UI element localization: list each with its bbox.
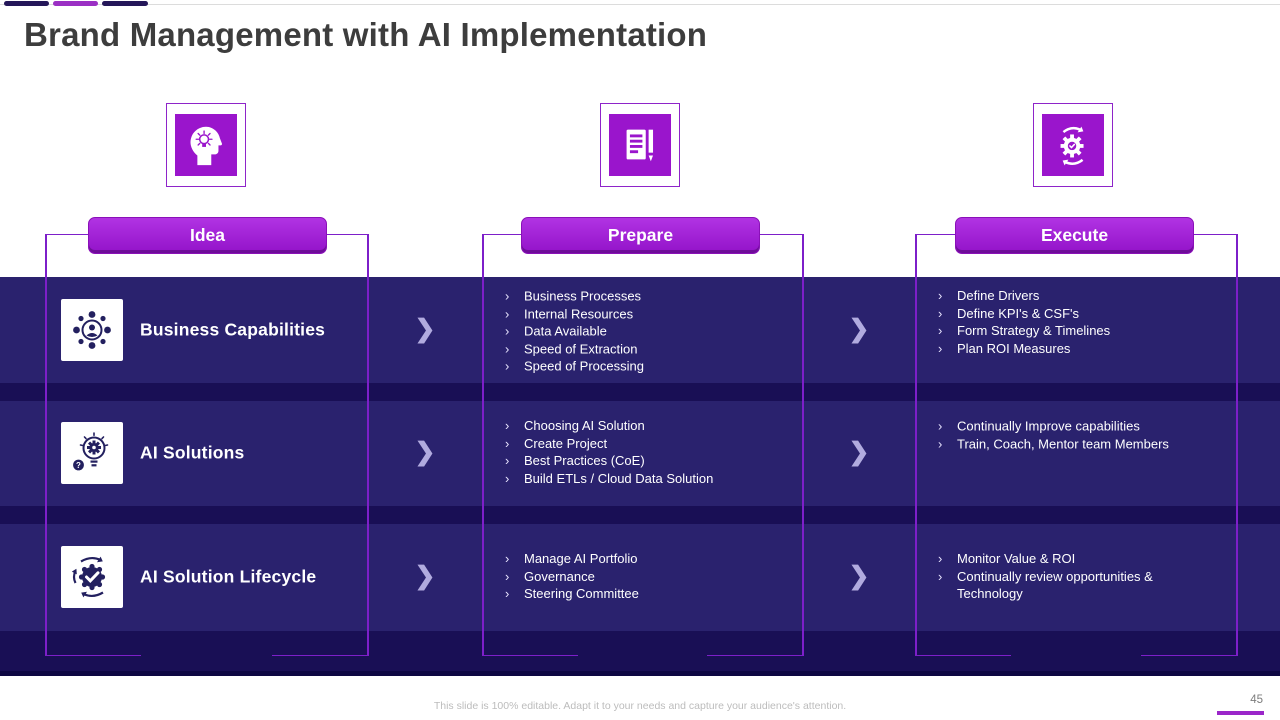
bracket-line [325,233,368,235]
icon-frame [1033,103,1113,187]
document-pencil-icon [609,114,671,176]
idea-badge: Idea [88,217,327,254]
list-item: Build ETLs / Cloud Data Solution [505,470,815,488]
bracket-line [707,654,803,656]
list-item: Create Project [505,435,815,453]
row-label: AI Solutions [140,442,245,463]
bracket-line [915,234,917,656]
prepare-list: Choosing AI Solution Create Project Best… [505,417,815,487]
head-lightbulb-icon [175,114,237,176]
bracket-line [1236,234,1238,656]
bracket-line [45,234,47,656]
bracket-line [1191,233,1237,235]
prepare-list: Business Processes Internal Resources Da… [505,287,815,375]
row-label: Business Capabilities [140,319,326,340]
bracket-line [45,233,88,235]
chevron-right-icon: ❯ [848,562,870,590]
chevron-right-icon: ❯ [414,562,436,590]
svg-text:?: ? [76,461,81,470]
list-item: Form Strategy & Timelines [938,322,1208,340]
bracket-line [367,234,369,656]
list-item: Manage AI Portfolio [505,550,815,568]
page-number: 45 [1250,694,1263,706]
list-item: Best Practices (CoE) [505,452,815,470]
row-label: AI Solution Lifecycle [140,566,317,587]
execute-list: Continually Improve capabilities Train, … [938,418,1208,453]
list-item: Internal Resources [505,305,815,323]
chevron-right-icon: ❯ [414,315,436,343]
list-item: Speed of Extraction [505,340,815,358]
chevron-right-icon: ❯ [414,438,436,466]
bracket-line [45,654,141,656]
bracket-line [759,233,803,235]
list-item: Plan ROI Measures [938,340,1208,358]
execute-list: Monitor Value & ROI Continually review o… [938,550,1208,603]
list-item: Train, Coach, Mentor team Members [938,435,1208,453]
bracket-line [915,233,955,235]
column-head-idea [166,103,246,318]
column-head-execute [1033,103,1113,318]
team-network-icon [61,299,123,361]
bracket-line [915,654,1011,656]
bracket-line [482,234,484,656]
bracket-line [482,233,522,235]
icon-frame [166,103,246,187]
gear-sync-icon [1042,114,1104,176]
table-bottom-edge [0,671,1280,676]
chevron-right-icon: ❯ [848,438,870,466]
bracket-line [482,654,578,656]
chevron-right-icon: ❯ [848,315,870,343]
accent-bar [102,1,148,6]
list-item: Define Drivers [938,287,1208,305]
list-item: Governance [505,567,815,585]
list-item: Business Processes [505,287,815,305]
prepare-list: Manage AI Portfolio Governance Steering … [505,550,815,603]
column-head-prepare [600,103,680,318]
list-item: Define KPI's & CSF's [938,305,1208,323]
list-item: Continually review opportunities & Techn… [938,567,1208,602]
list-item: Speed of Processing [505,357,815,375]
execute-badge: Execute [955,217,1194,254]
accent-bar [53,1,98,6]
bracket-line [1141,654,1237,656]
page-number-underline [1217,711,1264,715]
icon-frame [600,103,680,187]
list-item: Steering Committee [505,585,815,603]
execute-list: Define Drivers Define KPI's & CSF's Form… [938,287,1208,357]
sync-check-icon [61,546,123,608]
list-item: Choosing AI Solution [505,417,815,435]
list-item: Continually Improve capabilities [938,418,1208,436]
bracket-line [272,654,368,656]
accent-bar [4,1,49,6]
list-item: Monitor Value & ROI [938,550,1208,568]
footer-note: This slide is 100% editable. Adapt it to… [433,700,847,712]
bulb-gear-question-icon: ? [61,422,123,484]
prepare-badge: Prepare [521,217,760,254]
list-item: Data Available [505,322,815,340]
top-divider-line [0,4,1280,5]
page-title: Brand Management with AI Implementation [24,16,708,53]
